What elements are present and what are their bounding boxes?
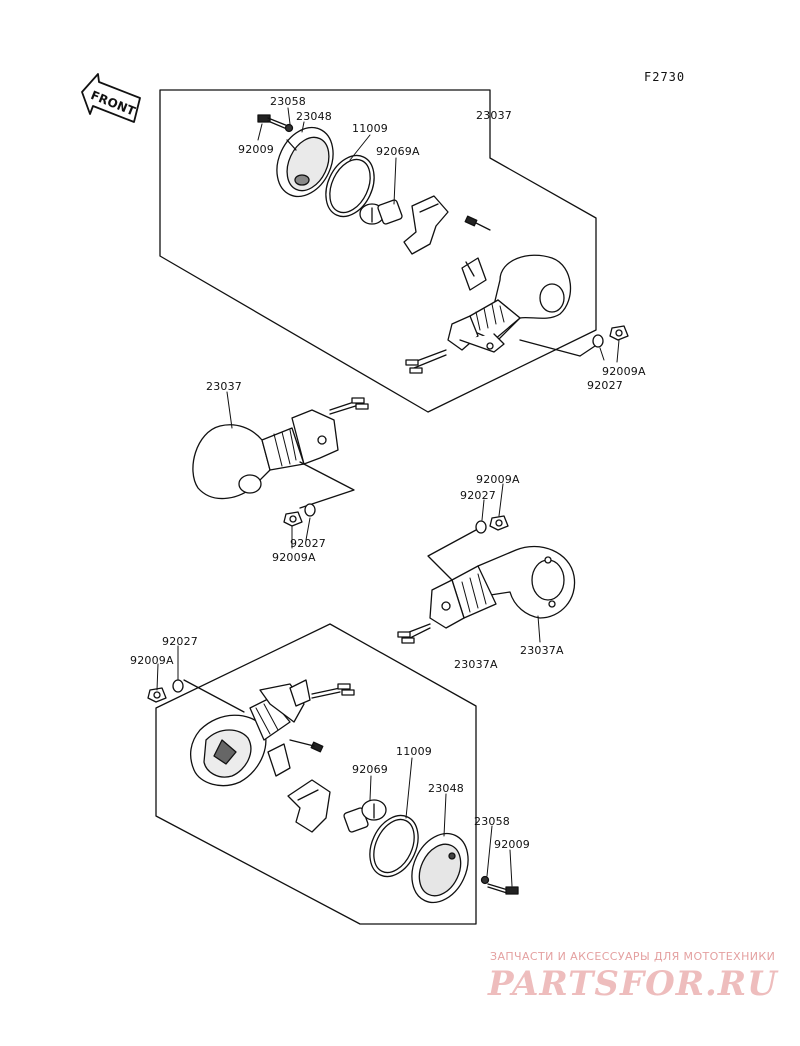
label-23048-bottom: 23048 [428,782,464,795]
label-23037A-mid: 23037A [520,644,564,657]
bracket-clip-bottom [287,779,331,833]
washer-92027-mid [475,520,487,534]
leader-right-hw [519,339,581,357]
label-92027-left: 92027 [290,537,326,550]
label-92009A-mid: 92009A [476,473,520,486]
washer-23058-bottom [480,875,490,885]
label-92069A-top: 92069A [376,145,420,158]
watermark-logo: PARTSFOR.RU [488,964,778,1004]
nut-92009A-bottom [147,687,167,703]
nut-92009A-left [283,511,303,527]
gasket-11009-bottom [369,814,419,878]
washer-92027-bottom [172,679,184,693]
front-arrow-icon [81,73,141,123]
label-23037-top: 23037 [476,109,512,122]
label-11009-bottom: 11009 [396,745,432,758]
bulb-92069A-top [359,199,403,225]
leader-lines [156,107,620,887]
washer-92027-right [592,334,604,348]
label-23058-top: 23058 [270,95,306,108]
washer-92027-left [304,503,316,517]
bulb-92069-bottom [343,799,387,833]
leader-right-hw-2 [579,345,596,357]
turn-signal-housing-bottom [189,679,355,787]
label-92027-mid: 92027 [460,489,496,502]
label-92027-right: 92027 [587,379,623,392]
label-23037A-bottom: 23037A [454,658,498,671]
small-screw-top [464,215,491,231]
label-92009-bottom: 92009 [494,838,530,851]
washer-23058-top [284,123,294,133]
leader-bottom-hw [183,679,245,713]
turn-signal-assembled-right [397,529,576,644]
turn-signal-body-top [405,254,572,374]
diagram-code: F2730 [644,70,686,84]
lens-23048-bottom [411,832,469,904]
nut-92009A-right [609,325,629,341]
top-assembly-frame [159,89,597,413]
label-92009A-left: 92009A [272,551,316,564]
lens-23048-top [276,126,334,198]
bracket-clip-top [403,195,449,255]
watermark-tagline: ЗАПЧАСТИ И АКСЕССУАРЫ ДЛЯ МОТОТЕХНИКИ [490,950,776,963]
clip-plate-bottom [267,743,291,777]
label-92027-bottom-left: 92027 [162,635,198,648]
label-92069-bottom: 92069 [352,763,388,776]
turn-signal-assembled-left [192,397,369,509]
clip-plate-top [461,257,487,291]
small-screw-bottom [289,739,324,753]
bottom-assembly-frame [155,623,477,925]
label-92009A-bottom-left: 92009A [130,654,174,667]
screw-92009-top [257,114,289,130]
nut-92009A-mid [489,515,509,531]
label-92009-top: 92009 [238,143,274,156]
gasket-11009-top [325,154,375,218]
label-23048-top: 23048 [296,110,332,123]
label-92009A-right: 92009A [602,365,646,378]
label-23058-bottom: 23058 [474,815,510,828]
label-23037-left: 23037 [206,380,242,393]
label-11009-top: 11009 [352,122,388,135]
screw-92009-bottom [487,883,519,895]
